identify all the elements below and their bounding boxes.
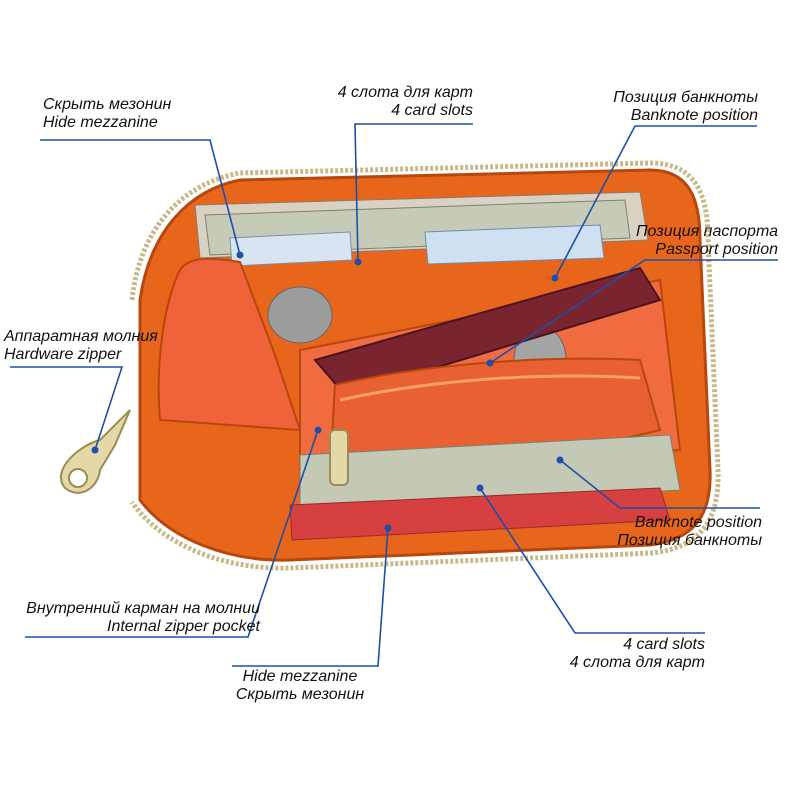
label-ru: Позиция паспорта [635, 223, 778, 240]
label-hide-mezzanine-top: Скрыть мезонин Hide mezzanine [43, 96, 171, 132]
label-en: Internal zipper pocket [107, 618, 260, 635]
label-banknote-top: Позиция банкноты Banknote position [590, 89, 758, 125]
label-en: Hide mezzanine [242, 668, 358, 685]
lining-left [157, 257, 302, 432]
label-ru: Позиция банкноты [613, 89, 758, 106]
cards-top-2 [424, 224, 605, 265]
label-ru: 4 слота для карт [337, 84, 473, 101]
label-en: Banknote position [630, 107, 758, 124]
pocket-slider-icon [329, 429, 349, 486]
pocket-zipper-line [339, 374, 641, 402]
cards-top [229, 231, 353, 267]
coin-1 [267, 286, 333, 344]
label-hide-mezzanine-bottom: Hide mezzanine Скрыть мезонин [225, 668, 375, 704]
label-internal-zipper-pocket: Внутренний карман на молнии Internal zip… [4, 600, 260, 636]
label-en: Hide mezzanine [43, 114, 158, 131]
label-en: Passport position [655, 241, 778, 258]
label-ru: Внутренний карман на молнии [26, 600, 260, 617]
label-card-slots-top: 4 слота для карт 4 card slots [320, 84, 473, 120]
label-en: 4 card slots [623, 636, 705, 653]
label-passport: Позиция паспорта Passport position [630, 223, 778, 259]
label-card-slots-bottom: 4 card slots 4 слота для карт [545, 636, 705, 672]
label-ru: Скрыть мезонин [235, 686, 365, 703]
label-en: Banknote position [634, 514, 762, 531]
label-ru: Скрыть мезонин [43, 96, 172, 113]
label-ru: Позиция банкноты [617, 532, 762, 549]
label-ru: Аппаратная молния [4, 328, 158, 345]
label-hardware-zipper: Аппаратная молния Hardware zipper [4, 328, 158, 364]
label-banknote-bottom: Banknote position Позиция банкноты [600, 514, 762, 550]
label-en: 4 card slots [391, 102, 473, 119]
label-ru: 4 слота для карт [569, 654, 705, 671]
label-en: Hardware zipper [4, 346, 122, 363]
